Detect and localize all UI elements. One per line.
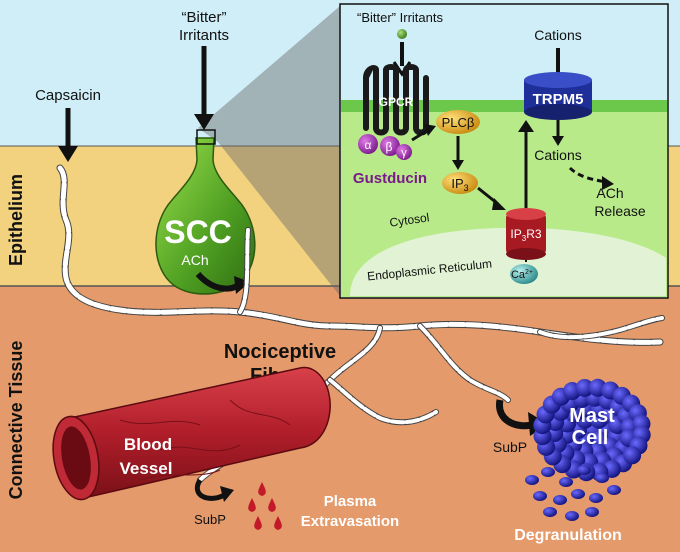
released-granule: [571, 489, 585, 499]
released-granule: [585, 507, 599, 517]
released-granule: [577, 465, 591, 475]
capsaicin-label: Capsaicin: [35, 87, 101, 104]
trpm5-label: TRPM5: [533, 91, 584, 108]
cations-to-ach-arrow: [568, 166, 607, 184]
released-granule: [565, 511, 579, 521]
released-granule: [607, 485, 621, 495]
plcb-enzyme: [436, 110, 480, 134]
scc-ach-label: ACh: [181, 252, 208, 268]
degranulation-granules: [525, 465, 621, 521]
plasma-drops: [248, 482, 282, 530]
zoom-wedge: [198, 6, 340, 296]
released-granule: [595, 473, 609, 483]
scc-zoom-box: [196, 129, 216, 145]
connective-tissue-label: Connective Tissue: [6, 341, 26, 500]
vessel-subp-label: SubP: [194, 512, 226, 527]
ach-release-line1: ACh: [596, 185, 623, 201]
released-granule: [553, 495, 567, 505]
signaling-inset: “Bitter” Irritants GPCR α β γ Gustducin …: [339, 3, 669, 299]
gamma-label: γ: [401, 147, 407, 159]
bitter-label-line2: Irritants: [179, 27, 229, 44]
released-granule: [589, 493, 603, 503]
mast-granule: [575, 378, 594, 397]
gustducin-label: Gustducin: [353, 170, 427, 187]
nociceptive-label-line1: Nociceptive: [224, 341, 336, 363]
ip3r3-channel: [506, 208, 546, 260]
released-granule: [533, 491, 547, 501]
beta-label: β: [386, 140, 393, 154]
calcium-label: Ca2+: [511, 269, 533, 281]
cations-mid-label: Cations: [534, 147, 581, 163]
released-granule: [541, 467, 555, 477]
mast-cell: [533, 378, 651, 482]
blood-vessel-label-line1: Blood: [124, 435, 172, 454]
gpcr-receptor: [363, 64, 429, 136]
gamma-subunit: [396, 144, 412, 160]
gpcr-label: GPCR: [379, 95, 414, 109]
mast-cell-label-line1: Mast: [569, 405, 615, 427]
released-granule: [543, 507, 557, 517]
ligand: [397, 29, 407, 39]
beta-subunit: [380, 136, 400, 156]
calcium-ion: [510, 264, 538, 284]
ach-release-line2: Release: [594, 203, 646, 219]
inset-bitter-label: “Bitter” Irritants: [357, 10, 443, 25]
cytosol-label: Cytosol: [389, 210, 431, 229]
plasma-label-line2: Extravasation: [301, 513, 399, 530]
mast-granule: [623, 446, 642, 465]
alpha-label: α: [365, 138, 372, 152]
mast-cell-label-line2: Cell: [572, 427, 609, 449]
plcb-label: PLCβ: [442, 115, 475, 130]
ip3-label: IP3: [451, 176, 468, 193]
plasma-label-line1: Plasma: [324, 493, 377, 510]
ip3-molecule: [442, 172, 478, 194]
blood-vessel: [52, 366, 331, 501]
scc-label: SCC: [164, 214, 232, 250]
trpm5-channel: [524, 72, 592, 120]
scc-cell: [155, 137, 256, 295]
released-granule: [525, 475, 539, 485]
mast-subp-label: SubP: [493, 439, 527, 455]
ip3r3-label: IP3R3: [510, 227, 541, 243]
vessel-subp-arrow: [195, 478, 228, 501]
degranulation-label: Degranulation: [514, 527, 622, 544]
released-granule: [559, 477, 573, 487]
cations-top-label: Cations: [534, 27, 581, 43]
epithelium-label: Epithelium: [6, 174, 26, 266]
er-region: [350, 227, 666, 296]
blood-vessel-label-line2: Vessel: [120, 459, 173, 478]
bitter-label-line1: “Bitter”: [182, 9, 227, 26]
alpha-subunit: [358, 134, 378, 154]
